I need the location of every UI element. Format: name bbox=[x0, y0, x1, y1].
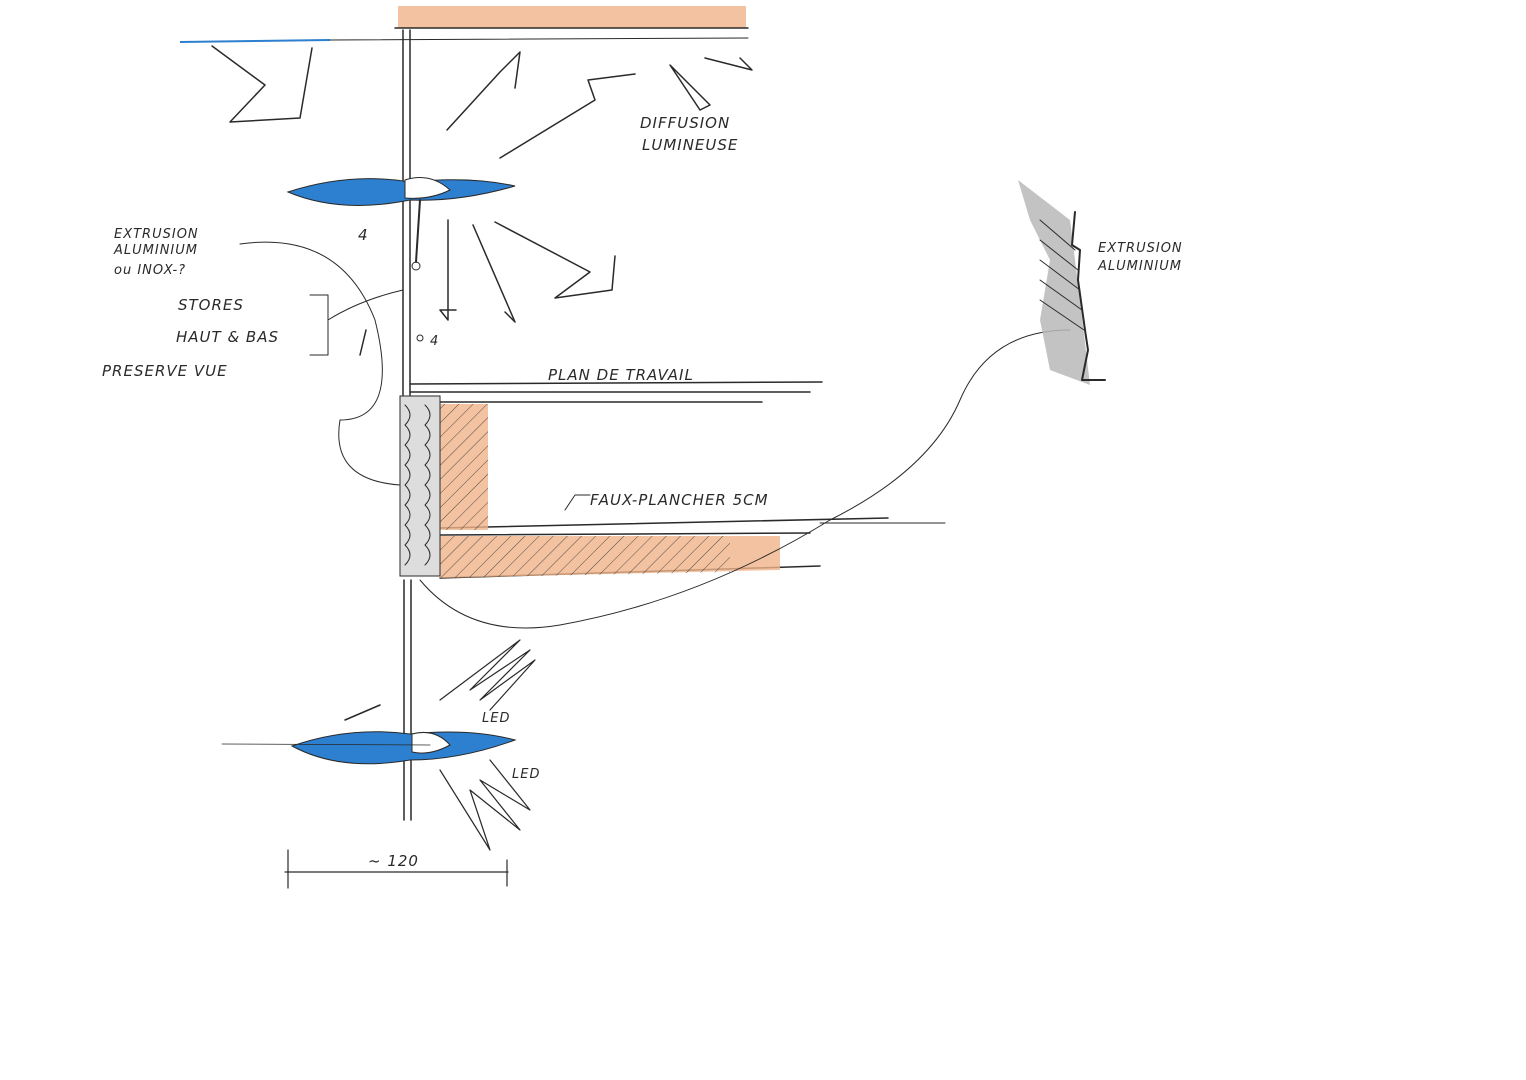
top-slab-fill bbox=[398, 6, 746, 28]
dimension-line bbox=[284, 849, 509, 889]
extrusion-left-label-3: ou INOX-? bbox=[114, 263, 186, 278]
mark-4-left: 4 bbox=[358, 226, 369, 244]
stores-label-1: STORES bbox=[178, 296, 244, 314]
light-arrows bbox=[211, 45, 753, 356]
preserve-label: PRESERVE VUE bbox=[102, 362, 228, 380]
plan-travail-label: PLAN DE TRAVAIL bbox=[548, 366, 694, 384]
lower-louvre-blade bbox=[221, 731, 517, 765]
extrusion-right-label-2: ALUMINIUM bbox=[1097, 259, 1182, 274]
leader-lines bbox=[239, 241, 1071, 629]
extrusion-detail bbox=[1018, 180, 1106, 385]
extrusion-left-label-2: ALUMINIUM bbox=[113, 243, 198, 258]
stores-label-2: HAUT & BAS bbox=[176, 328, 279, 346]
extrusion-left-label-1: EXTRUSION bbox=[114, 227, 199, 242]
dimension-label: ~ 120 bbox=[368, 852, 419, 870]
led-upper-label: LED bbox=[482, 711, 510, 726]
mark-4-right: 4 bbox=[430, 334, 439, 349]
faux-plancher-label: FAUX-PLANCHER 5CM bbox=[590, 491, 769, 509]
diffusion-label-1: DIFFUSION bbox=[640, 114, 730, 132]
led-emission-upper bbox=[439, 639, 536, 711]
upper-louvre-blade bbox=[286, 177, 516, 206]
diffusion-label-2: LUMINEUSE bbox=[642, 136, 738, 154]
led-emission-lower bbox=[439, 759, 531, 851]
mullion bbox=[402, 29, 412, 821]
convector bbox=[399, 395, 441, 577]
extrusion-right-label-1: EXTRUSION bbox=[1098, 241, 1183, 256]
led-lower-label: LED bbox=[512, 767, 540, 782]
